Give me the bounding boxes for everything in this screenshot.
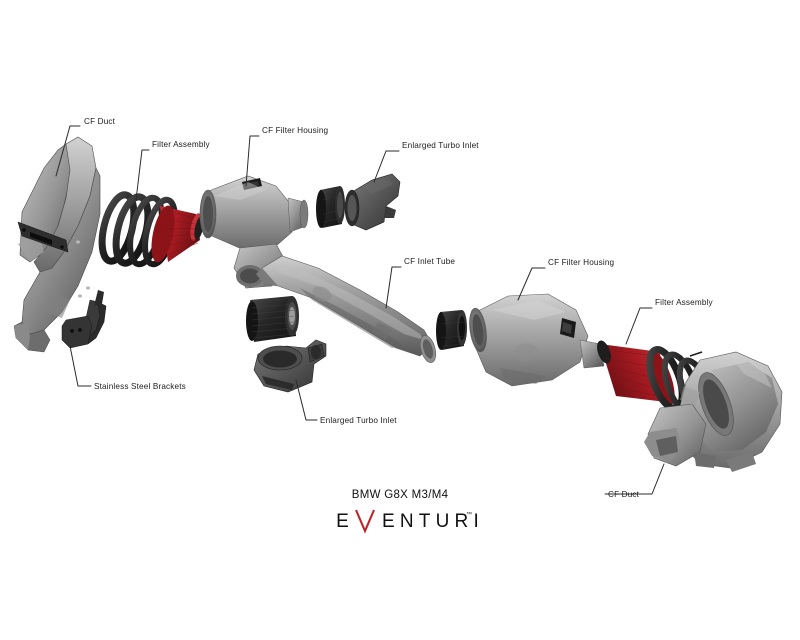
diagram-footer: BMW G8X M3/M4 E ENTURI ™ — [336, 489, 484, 534]
callout-leaders — [55, 125, 665, 495]
vehicle-title: BMW G8X M3/M4 — [352, 489, 449, 501]
part-filter-assembly-left — [98, 191, 204, 268]
callout-label-stainless-steel-brackets: Stainless Steel Brackets — [94, 382, 186, 391]
callout-label-filter-assembly-left: Filter Assembly — [152, 140, 211, 149]
brand-logo-v-icon — [355, 509, 375, 534]
brand-logo-letters-after-v: ENTURI — [382, 511, 484, 532]
part-turbo-coupler-bottom — [246, 296, 299, 342]
part-cf-filter-housing-right — [469, 293, 605, 387]
callout-label-cf-filter-housing-right: CF Filter Housing — [548, 258, 615, 267]
part-stainless-steel-brackets — [61, 290, 107, 349]
part-turbo-coupler-top — [316, 186, 345, 228]
callout-label-cf-filter-housing-left: CF Filter Housing — [262, 126, 329, 135]
part-cf-filter-housing-left — [199, 175, 309, 289]
part-cf-inlet-tube — [256, 255, 437, 363]
callout-label-enlarged-turbo-inlet-bottom: Enlarged Turbo Inlet — [320, 416, 397, 425]
callout-label-enlarged-turbo-inlet-top: Enlarged Turbo Inlet — [402, 141, 479, 150]
callout-label-cf-inlet-tube: CF Inlet Tube — [404, 257, 455, 266]
brand-logo: E ENTURI ™ — [336, 509, 484, 534]
callout-label-cf-duct-right: CF Duct — [608, 490, 640, 499]
callout-label-filter-assembly-right: Filter Assembly — [655, 298, 714, 307]
callout-label-cf-duct-left: CF Duct — [84, 117, 116, 126]
part-enlarged-turbo-inlet-top — [344, 173, 401, 231]
part-cf-duct-right — [644, 351, 783, 472]
part-enlarged-turbo-inlet-bottom — [253, 339, 327, 393]
brand-logo-letter-e: E — [336, 511, 354, 532]
part-inline-coupler-mid — [436, 310, 467, 350]
brand-logo-trademark: ™ — [466, 511, 472, 518]
callout-labels: CF Duct Filter Assembly CF Filter Housin… — [84, 117, 714, 499]
part-cf-duct-left — [13, 136, 101, 353]
